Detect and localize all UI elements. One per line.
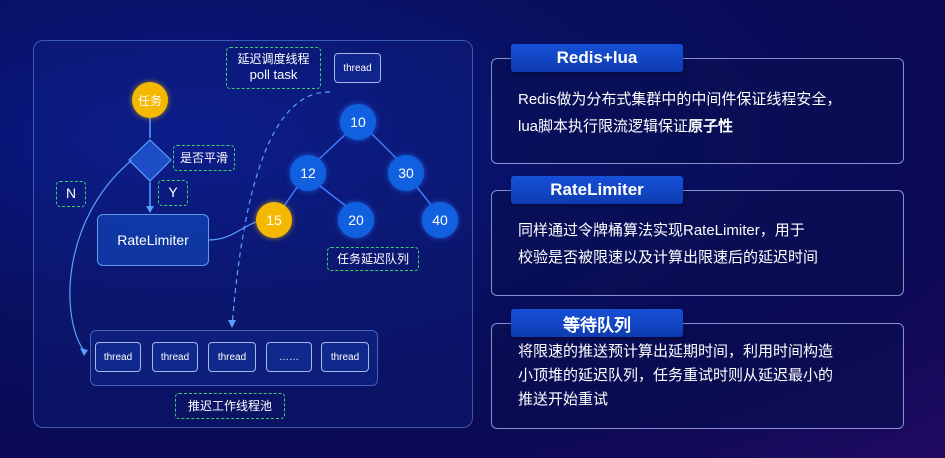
task-node: 任务 xyxy=(132,82,168,118)
heap-node-label: 12 xyxy=(300,165,316,181)
poll-task-box: 延迟调度线程 poll task xyxy=(226,47,321,89)
heap-node-label: 10 xyxy=(350,114,366,130)
yes-label-box: Y xyxy=(158,180,188,206)
card-text-prefix: lua脚本执行限流逻辑保证 xyxy=(518,118,689,135)
yes-label: Y xyxy=(168,184,178,201)
pool-thread-label: thread xyxy=(160,351,190,363)
card-ratelimiter-title: RateLimiter xyxy=(511,176,683,204)
decision-label-box: 是否平滑 xyxy=(173,145,235,171)
pool-thread-ellipsis: …… xyxy=(266,342,312,372)
ratelimiter-to-queue-arrow xyxy=(208,221,257,241)
no-label: N xyxy=(65,185,77,202)
heap-node-left-right: 20 xyxy=(338,202,374,238)
card-text-line: 推送开始重试 xyxy=(518,391,609,408)
card-title-text: 等待队列 xyxy=(563,315,631,335)
no-arrowhead xyxy=(80,348,88,356)
card-text-line: 校验是否被限速以及计算出限速后的延迟时间 xyxy=(518,249,819,266)
decision-label: 是否平滑 xyxy=(179,150,228,165)
delay-queue-label: 任务延迟队列 xyxy=(336,251,409,266)
pool-thread-3: thread xyxy=(208,342,256,372)
heap-node-label: 15 xyxy=(266,212,282,228)
card-text-line: 小顶堆的延迟队列，任务重试时则从延迟最小的 xyxy=(518,367,834,384)
card-redis-lua-text: Redis做为分布式集群中的中间件保证线程安全， lua脚本执行限流逻辑保证原子… xyxy=(518,86,896,140)
heap-node-new-task: 15 xyxy=(256,202,292,238)
card-wait-queue-text: 将限速的推送预计算出延期时间，利用时间构造 小顶堆的延迟队列，任务重试时则从延迟… xyxy=(518,340,896,412)
card-ratelimiter xyxy=(491,190,904,296)
card-ratelimiter-text: 同样通过令牌桶算法实现RateLimiter，用于 校验是否被限速以及计算出限速… xyxy=(518,217,896,271)
pool-thread-label: …… xyxy=(279,351,299,363)
pool-thread-1: thread xyxy=(95,342,141,372)
edge-12-20 xyxy=(319,185,347,207)
card-wait-queue-title: 等待队列 xyxy=(511,309,683,337)
pool-thread-5: thread xyxy=(321,342,369,372)
heap-node-right-right: 40 xyxy=(422,202,458,238)
card-redis-lua xyxy=(491,58,904,164)
yes-arrowhead xyxy=(146,206,154,213)
poll-arrowhead xyxy=(228,320,236,328)
no-label-box: N xyxy=(56,181,86,207)
pool-label: 推迟工作线程池 xyxy=(187,398,272,413)
card-text-line: Redis做为分布式集群中的中间件保证线程安全， xyxy=(518,91,842,108)
card-text-line: 同样通过令牌桶算法实现RateLimiter，用于 xyxy=(518,222,805,239)
heap-node-label: 30 xyxy=(398,165,414,181)
heap-node-label: 20 xyxy=(348,212,364,228)
pool-label-box: 推迟工作线程池 xyxy=(175,393,285,419)
edge-10-30 xyxy=(369,131,399,161)
poll-task-line1: 延迟调度线程 xyxy=(237,52,310,67)
decision-no-curve xyxy=(69,159,133,353)
scheduler-thread-label: thread xyxy=(343,62,372,74)
edge-12-15 xyxy=(283,185,299,207)
heap-node-label: 40 xyxy=(432,212,448,228)
task-node-label: 任务 xyxy=(137,93,162,108)
pool-thread-label: thread xyxy=(103,351,133,363)
edge-30-40 xyxy=(415,185,433,207)
delay-queue-label-box: 任务延迟队列 xyxy=(327,247,419,271)
poll-task-line2: poll task xyxy=(249,67,298,83)
ratelimiter-label: RateLimiter xyxy=(117,232,189,248)
ratelimiter-box: RateLimiter xyxy=(97,214,209,266)
pool-thread-2: thread xyxy=(152,342,198,372)
card-text-line: lua脚本执行限流逻辑保证原子性 xyxy=(518,113,896,140)
pool-thread-label: thread xyxy=(217,351,247,363)
decision-diamond xyxy=(128,139,172,182)
card-wait-queue xyxy=(491,323,904,429)
heap-node-root: 10 xyxy=(340,104,376,140)
edge-10-12 xyxy=(317,131,349,161)
card-title-text: Redis+lua xyxy=(556,48,638,67)
scheduler-thread-box: thread xyxy=(334,53,381,83)
card-title-text: RateLimiter xyxy=(550,180,644,199)
pool-thread-label: thread xyxy=(330,351,360,363)
card-text-bold: 原子性 xyxy=(688,118,734,135)
card-redis-lua-title: Redis+lua xyxy=(511,44,683,72)
heap-node-right: 30 xyxy=(388,155,424,191)
card-text-line: 将限速的推送预计算出延期时间，利用时间构造 xyxy=(518,343,834,360)
heap-node-left: 12 xyxy=(290,155,326,191)
